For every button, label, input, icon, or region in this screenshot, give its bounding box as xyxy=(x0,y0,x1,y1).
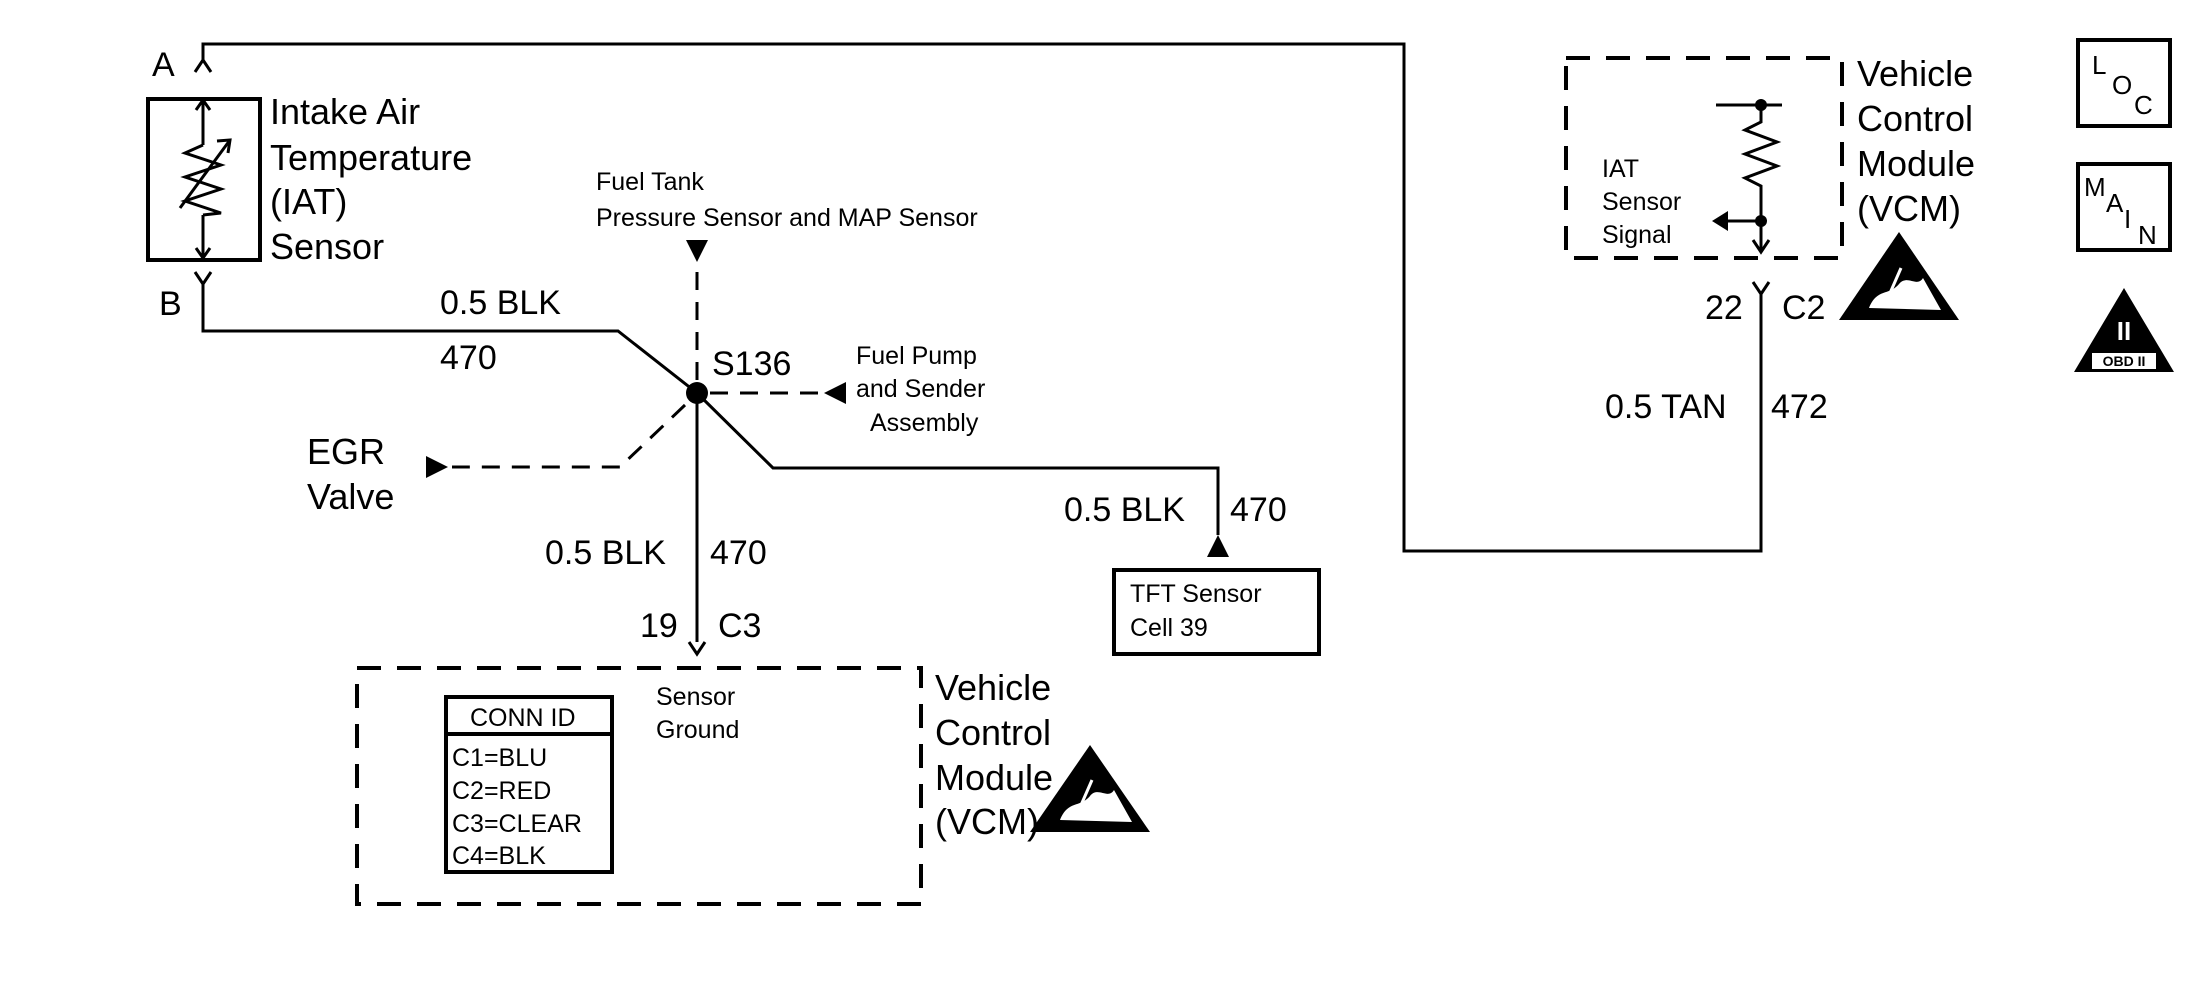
conn-id-row-1: C1=BLU xyxy=(452,744,547,772)
svg-text:N: N xyxy=(2138,220,2157,250)
thermistor-symbol xyxy=(180,143,226,217)
esd-warning-icon xyxy=(1030,745,1150,832)
main-icon: M A I N xyxy=(2076,162,2172,252)
conn-id-header: CONN ID xyxy=(470,704,576,732)
connector-c2-terminal xyxy=(1751,281,1771,297)
conn-id-row-4: C4=BLK xyxy=(452,842,546,870)
svg-text:C: C xyxy=(2134,90,2153,120)
obd-ii-icon: II OBD II xyxy=(2074,288,2174,372)
terminal-a xyxy=(193,57,213,73)
vcm-top-box xyxy=(1564,56,1844,260)
fuel-pump-label-line-2: and Sender xyxy=(856,375,985,403)
splice-label: S136 xyxy=(712,345,791,383)
connector-c2-id: C2 xyxy=(1782,289,1825,327)
sensor-name-line-3: (IAT) xyxy=(270,181,347,222)
fuel-tank-label-line-2: Pressure Sensor and MAP Sensor xyxy=(596,204,978,232)
vcm-bottom-signal-line-2: Ground xyxy=(656,716,739,744)
egr-arrow-icon xyxy=(426,456,448,478)
vcm-top-signal-line-3: Signal xyxy=(1602,221,1672,249)
vcm-bottom-signal-line-1: Sensor xyxy=(656,683,735,711)
fuel-tank-label-line-1: Fuel Tank xyxy=(596,168,704,196)
conn-id-table: CONN ID C1=BLU C2=RED C3=CLEAR C4=BLK xyxy=(444,695,614,874)
tft-sensor-box xyxy=(1112,568,1321,656)
tft-label-line-2: Cell 39 xyxy=(1130,614,1208,642)
connector-c3-terminal xyxy=(687,641,707,657)
wire-down-circuit: 470 xyxy=(710,534,767,572)
vcm-top-name-line-3: Module xyxy=(1857,143,1975,184)
svg-text:M: M xyxy=(2084,172,2106,202)
vcm-top-name-line-4: (VCM) xyxy=(1857,188,1961,229)
fuel-tank-arrow-icon xyxy=(686,240,708,262)
signal-arrow-icon xyxy=(1712,211,1728,231)
wire-tft-color: 0.5 BLK xyxy=(1064,491,1185,529)
sensor-name-line-1: Intake Air xyxy=(270,91,420,132)
svg-text:L: L xyxy=(2092,50,2106,80)
wire-tan-circuit: 472 xyxy=(1771,388,1828,426)
splice-dot xyxy=(686,382,708,404)
splice-s136: S136 xyxy=(686,345,791,404)
connector-c3-pin: 19 xyxy=(640,607,678,645)
tft-arrow-icon xyxy=(1207,535,1229,557)
terminal-b xyxy=(193,271,213,287)
egr-label-line-1: EGR xyxy=(307,431,385,472)
branch-egr xyxy=(452,403,687,469)
vcm-bottom-name-line-4: (VCM) xyxy=(935,801,1039,842)
conn-id-row-2: C2=RED xyxy=(452,777,551,805)
vcm-top-signal-line-1: IAT xyxy=(1602,155,1639,183)
vcm-bottom: Sensor Ground Vehicle Control Module (VC… xyxy=(355,666,1150,906)
connector-c3-id: C3 xyxy=(718,607,761,645)
esd-warning-icon xyxy=(1839,232,1959,320)
wire-470-to-tft xyxy=(695,391,1220,535)
wire-472-signal xyxy=(201,42,1763,553)
fuel-pump-label-line-1: Fuel Pump xyxy=(856,342,977,370)
sensor-name-line-4: Sensor xyxy=(270,226,384,267)
wire-b-color: 0.5 BLK xyxy=(440,284,561,322)
vcm-bottom-name-line-3: Module xyxy=(935,757,1053,798)
vcm-bottom-box xyxy=(355,666,923,906)
svg-text:I: I xyxy=(2124,204,2131,234)
svg-text:II: II xyxy=(2117,316,2131,346)
pullup-resistor-symbol xyxy=(1740,105,1782,252)
pin-b-label: B xyxy=(159,285,182,323)
svg-text:OBD II: OBD II xyxy=(2103,353,2146,369)
fuel-pump-arrow-icon xyxy=(824,382,846,404)
tft-label-line-1: TFT Sensor xyxy=(1130,580,1262,608)
conn-id-row-3: C3=CLEAR xyxy=(452,810,582,838)
vcm-top: IAT Sensor Signal Vehicle Control Module… xyxy=(1564,53,1975,320)
fuel-pump-label-line-3: Assembly xyxy=(870,409,979,437)
wire-down-color: 0.5 BLK xyxy=(545,534,666,572)
loc-icon: L O C xyxy=(2076,38,2172,128)
svg-text:O: O xyxy=(2112,70,2132,100)
wire-b-circuit: 470 xyxy=(440,339,497,377)
iat-sensor: A B Intake Air Temperature (IAT) Sensor xyxy=(146,46,472,323)
vcm-top-name-line-1: Vehicle xyxy=(1857,53,1973,94)
connector-c2-pin: 22 xyxy=(1705,289,1743,327)
vcm-top-name-line-2: Control xyxy=(1857,98,1973,139)
wire-tan-color: 0.5 TAN xyxy=(1605,388,1727,426)
egr-label-line-2: Valve xyxy=(307,476,394,517)
svg-text:A: A xyxy=(2106,188,2124,218)
vcm-top-signal-line-2: Sensor xyxy=(1602,188,1681,216)
wire-470-from-sensor xyxy=(201,284,698,395)
vcm-bottom-name-line-2: Control xyxy=(935,712,1051,753)
sensor-name-line-2: Temperature xyxy=(270,137,472,178)
pin-a-label: A xyxy=(152,46,175,84)
wire-tft-circuit: 470 xyxy=(1230,491,1287,529)
vcm-bottom-name-line-1: Vehicle xyxy=(935,667,1051,708)
